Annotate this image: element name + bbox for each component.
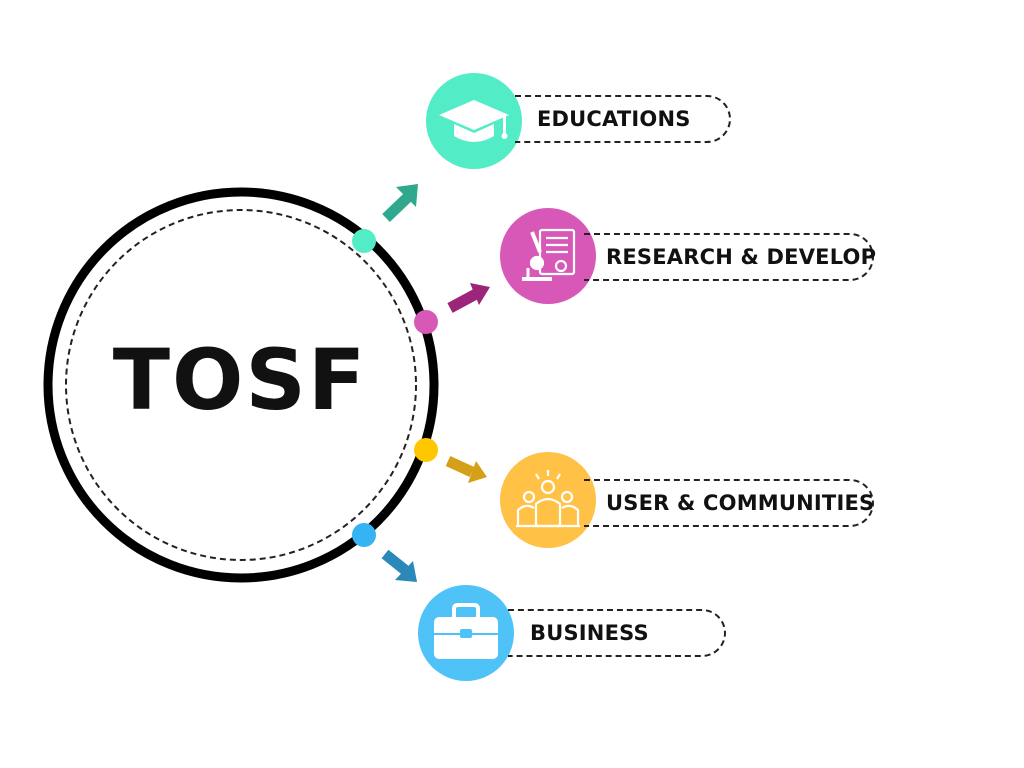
- arrow-business: [381, 549, 417, 582]
- branch-business: BUSINESS: [508, 609, 726, 657]
- branch-label-educations: EDUCATIONS: [537, 107, 691, 131]
- center-circle-outer: [43, 187, 439, 583]
- connector-dot-research: [414, 310, 438, 334]
- branch-label-research: RESEARCH & DEVELOP: [606, 245, 877, 269]
- arrow-educations: [382, 184, 418, 222]
- research-icon-circle: [500, 208, 596, 304]
- connector-dot-business: [352, 523, 376, 547]
- branch-label-users: USER & COMMUNITIES: [606, 491, 875, 515]
- connector-dot-educations: [352, 229, 376, 253]
- arrow-users: [445, 456, 487, 483]
- graduation-cap-icon: [439, 100, 509, 142]
- people-group-icon: [516, 470, 580, 528]
- briefcase-icon: [434, 603, 498, 659]
- center-title: TOSF: [112, 331, 368, 429]
- branch-research: RESEARCH & DEVELOP: [584, 233, 877, 281]
- arrow-research: [447, 283, 490, 313]
- branch-users: USER & COMMUNITIES: [584, 479, 874, 527]
- connector-dot-users: [414, 438, 438, 462]
- microscope-document-icon: [522, 228, 576, 281]
- branch-label-business: BUSINESS: [530, 621, 649, 645]
- branch-educations: EDUCATIONS: [515, 95, 731, 143]
- center-circle-inner: [65, 209, 417, 561]
